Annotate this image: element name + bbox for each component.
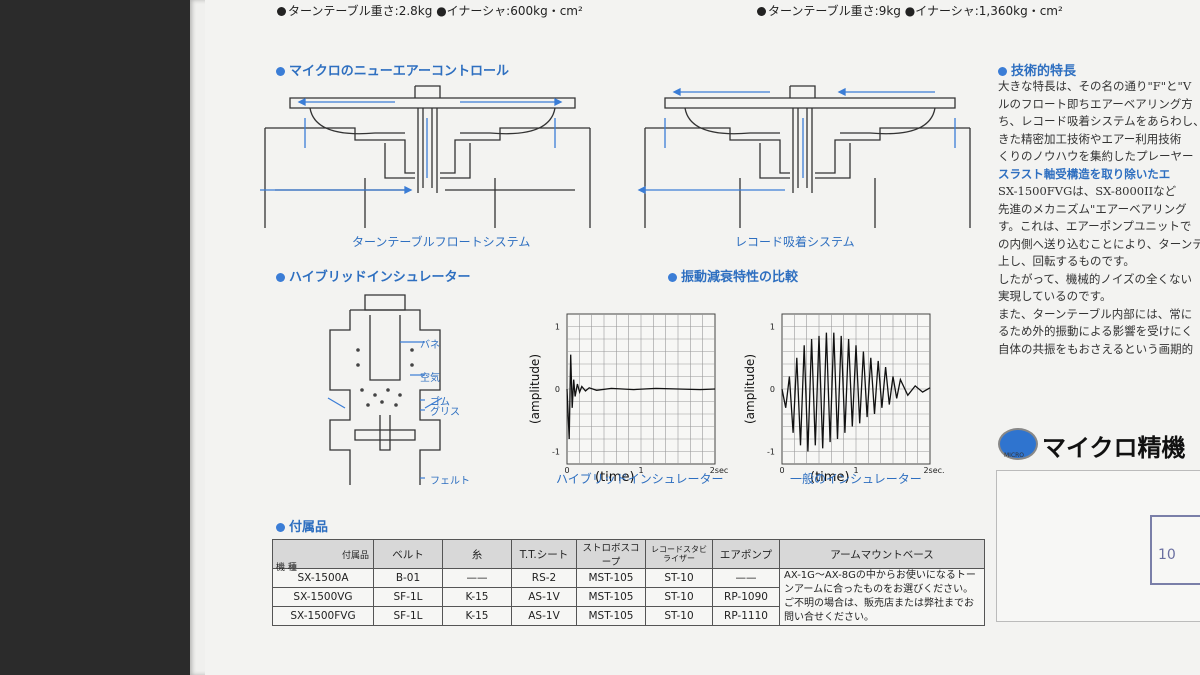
tech-line: す。これは、エアーポンプユニットで	[998, 219, 1192, 233]
general-insulator-chart: 1 0 -1 0 1 2sec. (amplitude) (time)	[743, 313, 945, 484]
y-tick-label: 1	[555, 323, 560, 332]
col-arm-mount: アームマウントベース	[779, 539, 985, 569]
tech-line: 上し、回転するものです。	[998, 254, 1135, 268]
air-control-heading: マイクロのニューエアーコントロール	[276, 60, 509, 79]
chart1-caption: 一般のインシュレーター	[790, 472, 922, 486]
series-line	[566, 354, 716, 440]
col-pump: エアポンプ	[712, 539, 780, 569]
micro-logo: MICRO マイクロ精機	[998, 426, 1200, 460]
col-belt: ベルト	[373, 539, 443, 569]
tech-line: ち、レコード吸着システムをあらわし、	[998, 114, 1200, 128]
x-tick-label: 1	[853, 466, 858, 475]
tech-line: きた精密加工技術やエアー利用技術	[998, 131, 1182, 146]
col-stabilizer: レコードスタビライザー	[645, 539, 713, 569]
tech-line: 実現しているのです。	[998, 289, 1112, 303]
series-line	[781, 332, 931, 452]
chart0-caption: ハイブリッドインシュレーター	[556, 472, 724, 486]
tech-line: 先進のメカニズム"エアーベアリング	[998, 201, 1187, 216]
label-felt: フェルト	[430, 476, 470, 487]
accessories-heading: 付属品	[276, 516, 328, 535]
y-tick-label: -1	[767, 448, 775, 457]
label-spring: バネ	[420, 340, 440, 351]
micro-badge	[998, 428, 1038, 460]
label-air: 空気	[420, 373, 440, 384]
y-tick-label: -1	[552, 448, 560, 457]
x-tick-label: 2sec.	[923, 466, 944, 475]
table-row: SX-1500VG SF-1L K-15 AS-1V MST-105 ST-10…	[272, 587, 985, 607]
spec-right: ターンテーブル重さ:9kg ●イナーシャ:1,360kg・cm²	[757, 2, 1063, 19]
vacuum-system-caption: レコード吸着システム	[735, 235, 855, 249]
tech-line: また、ターンテーブル内部には、常に	[998, 306, 1193, 321]
x-tick-label: 0	[779, 466, 784, 475]
y-axis-label: (amplitude)	[528, 354, 542, 424]
hybrid-insulator-chart: 1 0 -1 0 1 2sec (amplitude) (time)	[528, 313, 729, 484]
tech-line: 大きな特長は、その名の通り"F"と"V	[998, 79, 1192, 93]
table-corner: 付属品	[272, 539, 374, 569]
insulator-diagram	[327, 294, 443, 485]
y-axis-label: (amplitude)	[743, 354, 757, 424]
y-tick-label: 0	[770, 385, 775, 394]
accessory-table: 付属品 ベルト 糸 T.T.シート ストロボスコープ レコードスタビライザー エ…	[272, 539, 985, 626]
y-tick-label: 1	[770, 323, 775, 332]
arm-mount-note: AX-1G～AX-8Gの中からお使いになるトーンアームに合ったものをお選びくださ…	[779, 568, 985, 626]
label-rubber: ゴム	[430, 397, 450, 408]
table-corner-bottom: 機 種	[276, 563, 297, 573]
paper-edge	[190, 0, 208, 675]
float-system-caption: ターンテーブルフロートシステム	[352, 235, 531, 249]
col-strobe: ストロボスコープ	[576, 539, 646, 569]
micro-logo-text: マイクロ精機	[1042, 434, 1186, 460]
x-tick-label: 1	[638, 466, 643, 475]
x-axis-label: (time)	[595, 470, 635, 484]
tech-line: ルのフロート即ちエアーベアリング方	[998, 96, 1193, 111]
tech-line: SX-1500FVGは、SX-8000IIなど	[998, 184, 1177, 198]
label-grease: グリス	[430, 407, 460, 418]
tech-line: スラスト軸受構造を取り除いたエ	[998, 166, 1171, 181]
dealer-box	[996, 470, 1200, 622]
tech-heading: 技術的特長	[998, 60, 1076, 79]
col-sheet: T.T.シート	[511, 539, 577, 569]
col-thread: 糸	[442, 539, 512, 569]
float-system-diagram	[260, 85, 591, 228]
tech-line: くりのノウハウを集約したプレーヤー	[998, 149, 1194, 163]
tech-line: 自体の共振をもおさえるという画期的	[998, 341, 1194, 356]
x-axis-label: (time)	[810, 470, 850, 484]
table-row: SX-1500FVG SF-1L K-15 AS-1V MST-105 ST-1…	[272, 606, 985, 626]
micro-badge-label: MICRO	[1004, 452, 1025, 459]
x-tick-label: 0	[564, 466, 569, 475]
vacuum-system-diagram	[637, 85, 971, 228]
tech-line: したがって、機械的ノイズの全くない	[998, 271, 1193, 286]
vibration-heading: 振動減衰特性の比較	[668, 266, 798, 285]
tech-text: 大きな特長は、その名の通り"F"と"V ルのフロート即ちエアーベアリング方ち、レコ…	[998, 78, 1200, 358]
y-tick-label: 0	[555, 385, 560, 394]
tech-line: るため外的振動による影響を受けにく	[998, 324, 1193, 338]
dealer-stamp: 10	[1150, 515, 1200, 585]
stamp-text: 10	[1158, 547, 1176, 563]
hybrid-insulator-heading: ハイブリッドインシュレーター	[276, 266, 470, 285]
x-tick-label: 2sec	[710, 466, 729, 475]
spec-left: ターンテーブル重さ:2.8kg ●イナーシャ:600kg・cm²	[277, 2, 583, 19]
table-row: SX-1500A B-01 —— RS-2 MST-105 ST-10 —— A…	[272, 568, 985, 626]
tech-line: の内側へ送り込むことにより、ターンテ	[998, 236, 1200, 251]
